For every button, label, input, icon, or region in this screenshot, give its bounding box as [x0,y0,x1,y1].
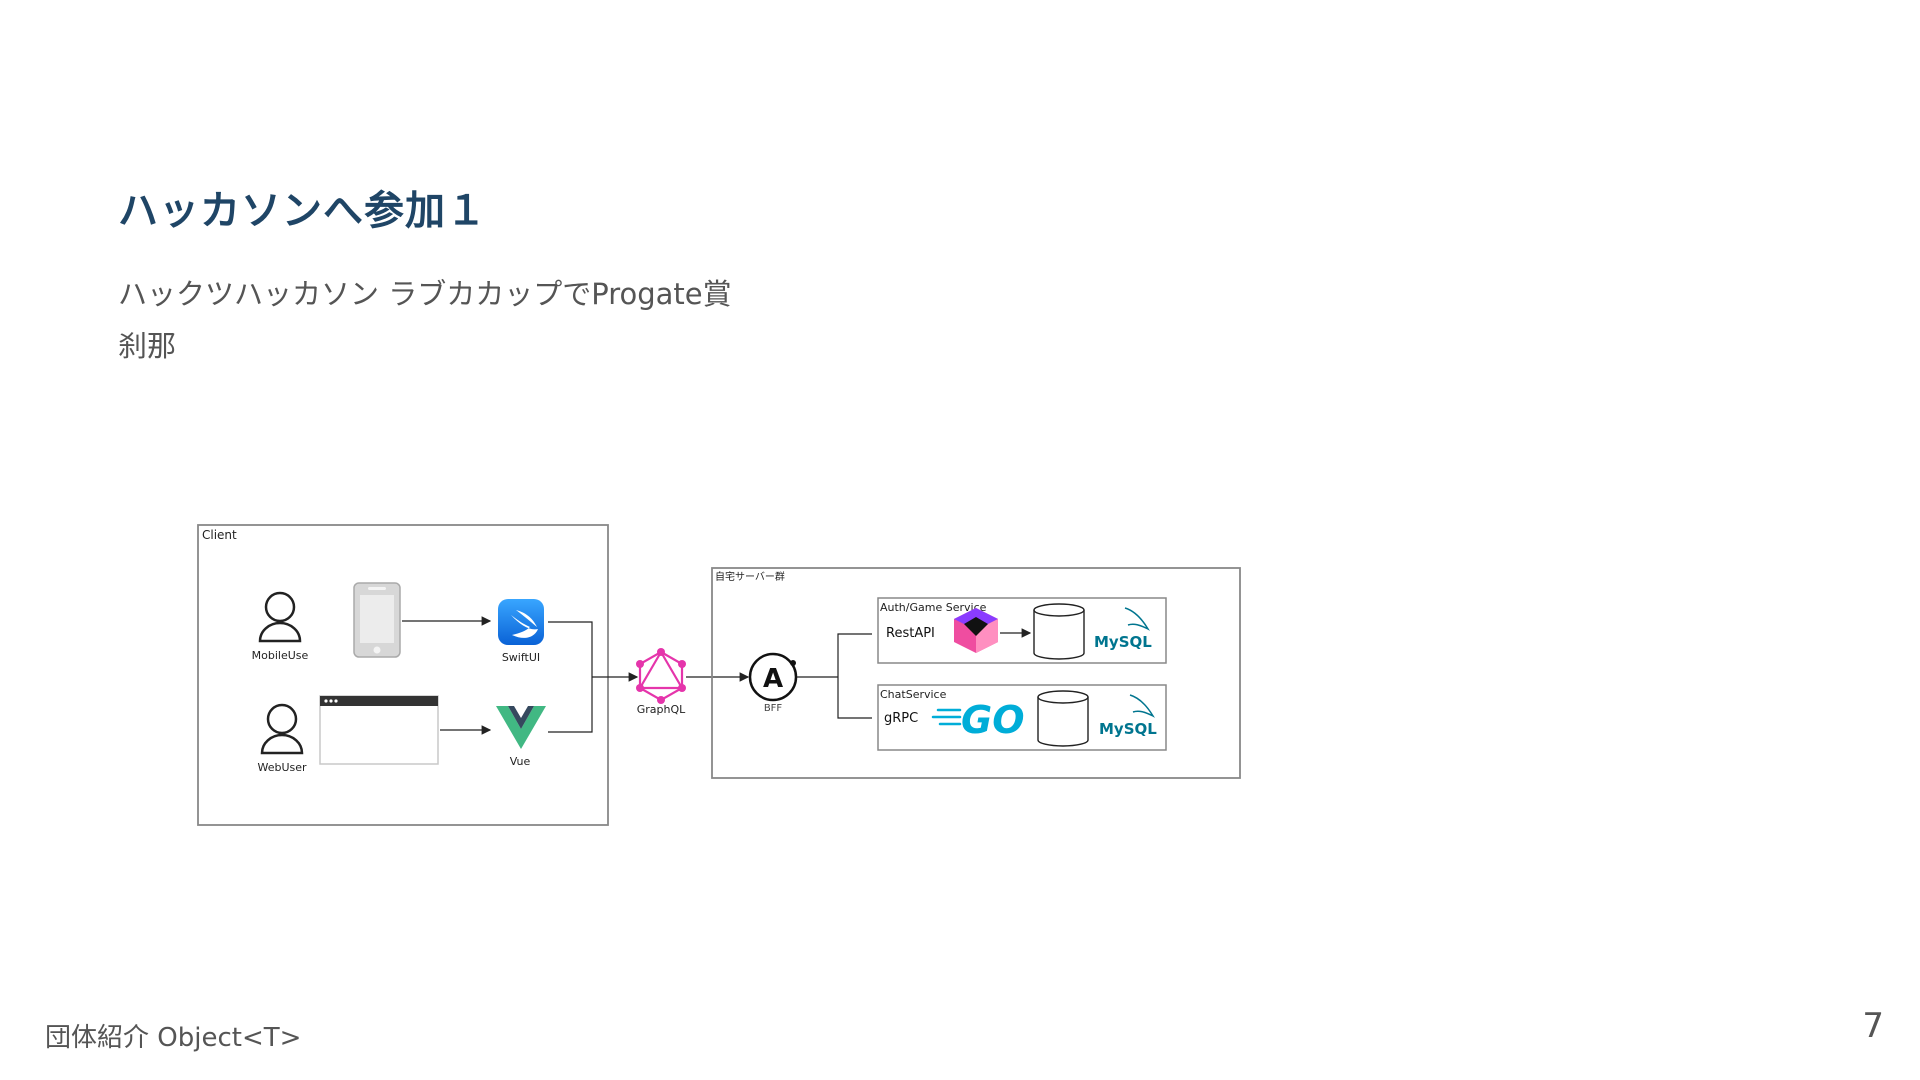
bullet-line: ハックツハッカソン ラブカカップでProgate賞 [118,277,732,311]
client-group-box [197,524,609,826]
bullet-line: 刹那 [118,329,177,363]
server-group-label: 自宅サーバー群 [715,570,785,583]
mysql-text: MySQL [1099,720,1157,738]
server-group-box [711,567,1241,779]
architecture-diagram: Client MobileUse SwiftUI WebUser Vue [197,524,1241,826]
grpc-label: gRPC [884,711,918,726]
swiftui-label: SwiftUI [502,651,540,664]
phone-icon [353,582,401,658]
graphql-icon [636,648,686,704]
page-number: 7 [1862,1006,1884,1046]
hono-icon [954,608,998,653]
user-icon [258,591,302,643]
mysql-text: MySQL [1094,633,1152,651]
web-user-label: WebUser [257,761,307,774]
rest-api-label: RestAPI [886,626,935,641]
chat-service-box [877,684,1167,751]
mysql-logo: MySQL [1099,694,1157,738]
footer-text: 団体紹介 Object<T> [45,1023,302,1053]
swift-icon [498,599,544,645]
mobile-user-label: MobileUse [252,649,309,662]
apollo-icon: A [748,652,798,702]
bff-label: BFF [764,703,783,714]
chat-service-label: ChatService [880,688,947,701]
auth-service-label: Auth/Game Service [880,601,987,614]
mysql-logo: MySQL [1094,607,1152,651]
vue-icon [496,706,546,749]
browser-window-icon [319,695,439,765]
client-group-label: Client [202,528,237,542]
svg-text:A: A [763,664,783,694]
go-logo: GO [931,698,1025,742]
bullet-list: ハックツハッカソン ラブカカップでProgate賞 刹那 [118,268,732,372]
auth-service-box [877,597,1167,664]
slide-title: ハッカソンへ参加１ [118,188,487,234]
vue-label: Vue [510,755,531,768]
graphql-label: GraphQL [637,703,686,716]
go-text: GO [961,698,1025,742]
database-icon [1033,603,1085,660]
database-icon [1037,690,1089,747]
user-icon [260,703,304,755]
